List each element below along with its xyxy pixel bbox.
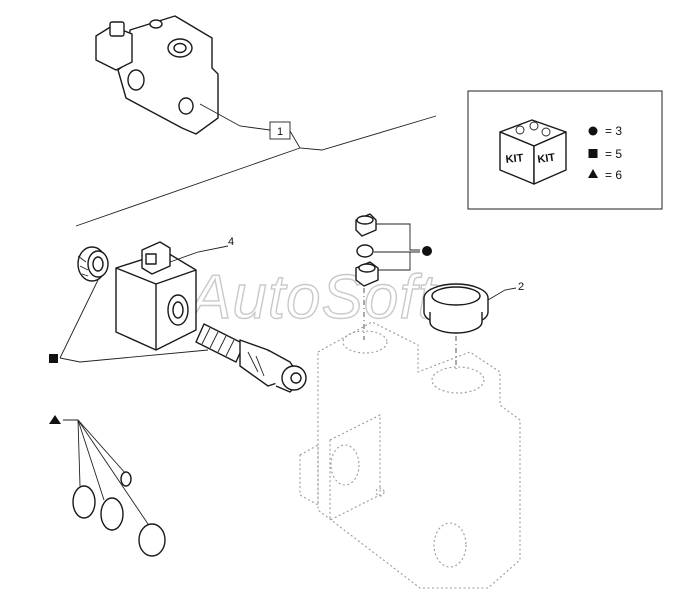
ring-nut — [77, 246, 109, 282]
svg-text:KIT: KIT — [537, 152, 556, 166]
cartridge-valve — [195, 323, 307, 393]
plug-fittings — [355, 213, 432, 340]
large-plug — [423, 283, 517, 372]
o-ring-set — [49, 415, 166, 557]
svg-text:= 6: = 6 — [605, 168, 622, 182]
circle-symbol-icon — [588, 126, 598, 136]
valve-body-assembly — [95, 15, 271, 135]
callout-4: 4 — [228, 236, 234, 248]
valve-body-ghost — [299, 321, 521, 589]
callout-1: 1 — [75, 115, 437, 227]
square-marker-leaders — [49, 279, 209, 363]
callout-2: 2 — [518, 281, 524, 293]
svg-text:= 5: = 5 — [605, 147, 622, 161]
svg-text:KIT: KIT — [505, 152, 524, 166]
svg-text:1: 1 — [277, 126, 283, 138]
kit-legend: KIT KIT = 3 = 5 = 6 — [467, 90, 663, 210]
kit-box-icon: KIT KIT — [499, 119, 567, 185]
square-symbol-icon — [588, 149, 598, 158]
triangle-marker-icon — [49, 415, 61, 424]
square-marker-icon — [49, 354, 58, 363]
circle-marker-icon — [422, 246, 432, 256]
watermark: AutoSoft — [186, 263, 438, 332]
solenoid-coil — [115, 241, 229, 351]
triangle-symbol-icon — [588, 169, 598, 178]
svg-text:= 3: = 3 — [605, 124, 622, 138]
